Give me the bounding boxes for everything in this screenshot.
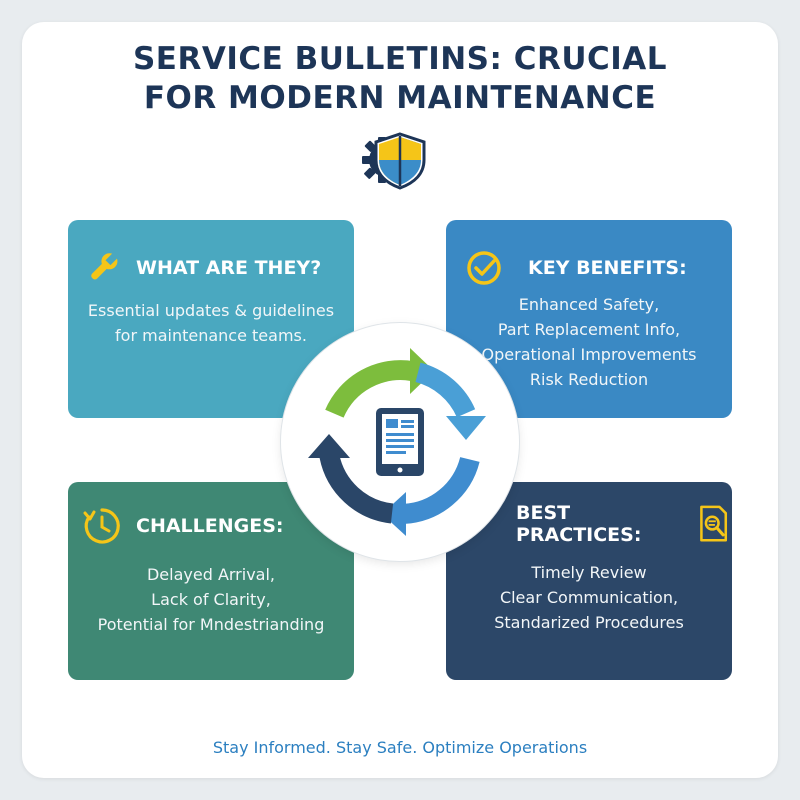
- checkmark-circle-icon: [467, 251, 501, 285]
- benefits-line-1: Enhanced Safety,: [518, 295, 660, 314]
- challenges-body: Delayed Arrival, Lack of Clarity, Potent…: [68, 562, 354, 637]
- what-line-1: Essential updates & guidelines: [87, 301, 335, 320]
- title-line-2: FOR MODERN MAINTENANCE: [143, 80, 657, 116]
- clock-icon: [83, 508, 120, 544]
- page-title: SERVICE BULLETINS: CRUCIAL FOR MODERN MA…: [0, 40, 800, 118]
- benefits-body: Enhanced Safety, Part Replacement Info, …: [446, 292, 732, 392]
- practices-heading-row: BEST PRACTICES:: [516, 502, 732, 546]
- challenges-line-3: Potential for Mndestrianding: [97, 615, 325, 634]
- what-heading: WHAT ARE THEY?: [136, 257, 322, 279]
- challenges-line-2: Lack of Clarity,: [151, 590, 271, 609]
- what-line-2: for maintenance teams.: [115, 326, 307, 345]
- gear-shield-icon: [362, 132, 426, 190]
- cycle-arrows-graphic: [308, 348, 486, 536]
- challenges-heading-row: CHALLENGES:: [82, 508, 284, 544]
- document-magnifier-icon: [700, 505, 727, 542]
- benefits-line-2: Part Replacement Info,: [497, 320, 681, 339]
- benefits-heading-row: KEY BENEFITS:: [466, 250, 687, 286]
- benefits-line-3: Operational Improvements: [481, 345, 697, 364]
- practices-line-2: Clear Communication,: [499, 588, 679, 607]
- practices-line-1: Timely Review: [531, 563, 647, 582]
- challenges-line-1: Delayed Arrival,: [146, 565, 276, 584]
- wrench-icon: [91, 251, 119, 280]
- what-heading-row: WHAT ARE THEY?: [82, 250, 321, 286]
- tablet-document-icon: [376, 408, 424, 476]
- challenges-heading: CHALLENGES:: [136, 515, 284, 537]
- practices-line-3: Standarized Procedures: [494, 613, 684, 632]
- section-what-are-they: WHAT ARE THEY? Essential updates & guide…: [68, 220, 354, 418]
- benefits-line-4: Risk Reduction: [529, 370, 649, 389]
- title-line-1: SERVICE BULLETINS: CRUCIAL: [132, 41, 668, 77]
- practices-heading: BEST PRACTICES:: [516, 502, 642, 546]
- practices-body: Timely Review Clear Communication, Stand…: [446, 560, 732, 635]
- what-body: Essential updates & guidelines for maint…: [68, 298, 354, 348]
- tagline: Stay Informed. Stay Safe. Optimize Opera…: [212, 738, 588, 757]
- benefits-heading: KEY BENEFITS:: [528, 257, 687, 279]
